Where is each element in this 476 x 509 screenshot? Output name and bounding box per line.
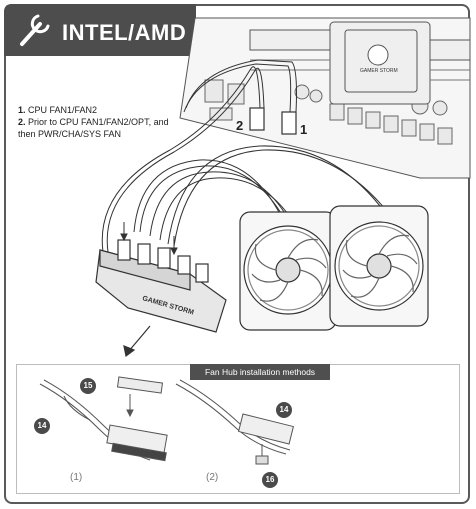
badge-14: 14 [34,418,50,434]
callout-header-1: 1 [300,122,308,137]
hub-to-board-cables [101,59,297,253]
board-logo-text: GAMER STORM [360,68,398,74]
installation-methods-title: Fan Hub installation methods [190,364,330,380]
method-1-caption: (1) [70,472,83,483]
illustration-frame [4,4,470,504]
detail-arrow [123,325,151,358]
fan-hub [95,239,227,333]
instruction-item: 2. Prior to CPU FAN1/FAN2/OPT, and then … [18,117,169,139]
method-2-caption: (2) [206,472,219,483]
motherboard [179,17,471,179]
badge-14: 14 [276,402,292,418]
instructions-list: 1. CPU FAN1/FAN2 2. Prior to CPU FAN1/FA… [18,104,188,140]
badge-16: 16 [262,472,278,488]
fan-to-hub-cables [133,145,387,247]
method-1-illustration [39,376,168,462]
wrench-icon [20,14,50,46]
fan-headers [249,107,297,135]
badge-15: 15 [80,378,96,394]
plug-arrows [120,222,178,256]
fan-1 [239,211,337,331]
instruction-item: 1. CPU FAN1/FAN2 [18,105,98,115]
fan-2 [329,205,429,327]
page-title: INTEL/AMD [62,20,187,45]
method-2-illustration [175,379,295,465]
cpu-logo [367,44,389,66]
callout-header-2: 2 [236,118,244,133]
